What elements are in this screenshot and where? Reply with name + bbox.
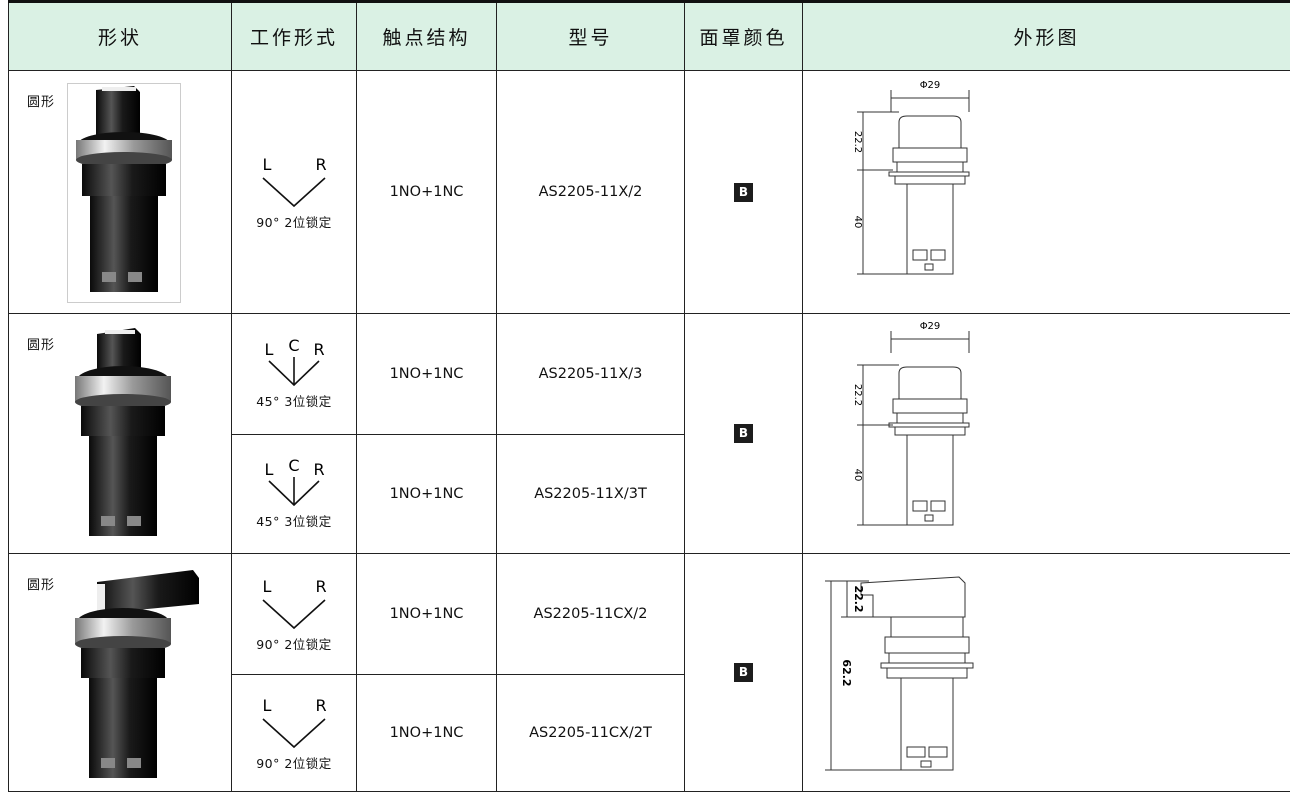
switch-photo — [67, 564, 207, 784]
header-operation: 工作形式 — [232, 2, 357, 71]
operation-diagram: L R — [249, 576, 339, 632]
drawing-cell: Φ29 22.2 40 — [803, 71, 1290, 314]
model-cell: AS2205-11CX/2 — [497, 554, 685, 675]
product-spec-table: 形状 工作形式 触点结构 型号 面罩颜色 外形图 圆形 — [8, 0, 1290, 792]
op-letter: R — [313, 340, 324, 359]
color-cell: B — [685, 314, 803, 554]
color-badge: B — [734, 663, 753, 682]
dimension-label: 22.2 — [852, 130, 863, 152]
outline-drawing: 22.2 62.2 — [803, 555, 1290, 791]
model-cell: AS2205-11X/3T — [497, 435, 685, 554]
header-row: 形状 工作形式 触点结构 型号 面罩颜色 外形图 — [9, 2, 1290, 71]
op-letter: C — [288, 459, 299, 475]
dimension-label: 40 — [852, 468, 863, 481]
header-shape: 形状 — [9, 2, 232, 71]
color-badge: B — [734, 424, 753, 443]
op-letter: L — [263, 577, 272, 596]
op-letter: R — [313, 460, 324, 479]
op-letter: L — [265, 460, 274, 479]
switch-photo — [67, 320, 179, 546]
diameter-label: Φ29 — [920, 80, 941, 91]
table-row: 圆形 L R — [9, 554, 1290, 675]
color-cell: B — [685, 71, 803, 314]
operation-caption: 90° 2位锁定 — [256, 212, 332, 231]
shape-cell: 圆形 — [9, 314, 232, 554]
contacts-cell: 1NO+1NC — [357, 314, 497, 435]
operation-caption: 90° 2位锁定 — [256, 634, 332, 653]
operation-diagram: L C R — [249, 339, 339, 389]
op-letter: L — [263, 155, 272, 174]
shape-label: 圆形 — [27, 334, 55, 353]
dimension-label: 22.2 — [852, 383, 863, 405]
op-letter: R — [315, 577, 326, 596]
operation-cell: L R 90° 2位锁定 — [232, 554, 357, 675]
color-cell: B — [685, 554, 803, 792]
drawing-cell: 22.2 62.2 — [803, 554, 1290, 792]
color-badge: B — [734, 183, 753, 202]
dimension-label: 40 — [852, 215, 863, 228]
header-contacts: 触点结构 — [357, 2, 497, 71]
dimension-label: 62.2 — [840, 659, 853, 686]
model-cell: AS2205-11CX/2T — [497, 675, 685, 792]
operation-diagram: L C R — [249, 459, 339, 509]
switch-photo — [67, 83, 181, 303]
contacts-cell: 1NO+1NC — [357, 435, 497, 554]
shape-cell: 圆形 — [9, 554, 232, 792]
operation-cell: L C R 45° 3位锁定 — [232, 435, 357, 554]
table-row: 圆形 L C R — [9, 314, 1290, 435]
operation-diagram: L R — [249, 695, 339, 751]
header-model: 型号 — [497, 2, 685, 71]
shape-cell: 圆形 — [9, 71, 232, 314]
op-letter: R — [315, 155, 326, 174]
dimension-label: 22.2 — [852, 585, 865, 612]
operation-caption: 90° 2位锁定 — [256, 753, 332, 772]
operation-diagram: L R — [249, 154, 339, 210]
header-color: 面罩颜色 — [685, 2, 803, 71]
contacts-cell: 1NO+1NC — [357, 554, 497, 675]
diameter-label: Φ29 — [920, 321, 941, 332]
outline-drawing: Φ29 22.2 40 — [803, 315, 1290, 553]
op-letter: L — [263, 696, 272, 715]
operation-cell: L R 90° 2位锁定 — [232, 71, 357, 314]
shape-label: 圆形 — [27, 574, 55, 593]
header-drawing: 外形图 — [803, 2, 1290, 71]
model-cell: AS2205-11X/3 — [497, 314, 685, 435]
op-letter: L — [265, 340, 274, 359]
operation-caption: 45° 3位锁定 — [256, 391, 332, 410]
operation-caption: 45° 3位锁定 — [256, 511, 332, 530]
outline-drawing: Φ29 22.2 40 — [803, 72, 1290, 313]
operation-cell: L C R 45° 3位锁定 — [232, 314, 357, 435]
op-letter: R — [315, 696, 326, 715]
contacts-cell: 1NO+1NC — [357, 71, 497, 314]
drawing-cell: Φ29 22.2 40 — [803, 314, 1290, 554]
shape-label: 圆形 — [27, 91, 55, 110]
contacts-cell: 1NO+1NC — [357, 675, 497, 792]
table-row: 圆形 — [9, 71, 1290, 314]
operation-cell: L R 90° 2位锁定 — [232, 675, 357, 792]
model-cell: AS2205-11X/2 — [497, 71, 685, 314]
op-letter: C — [288, 339, 299, 355]
